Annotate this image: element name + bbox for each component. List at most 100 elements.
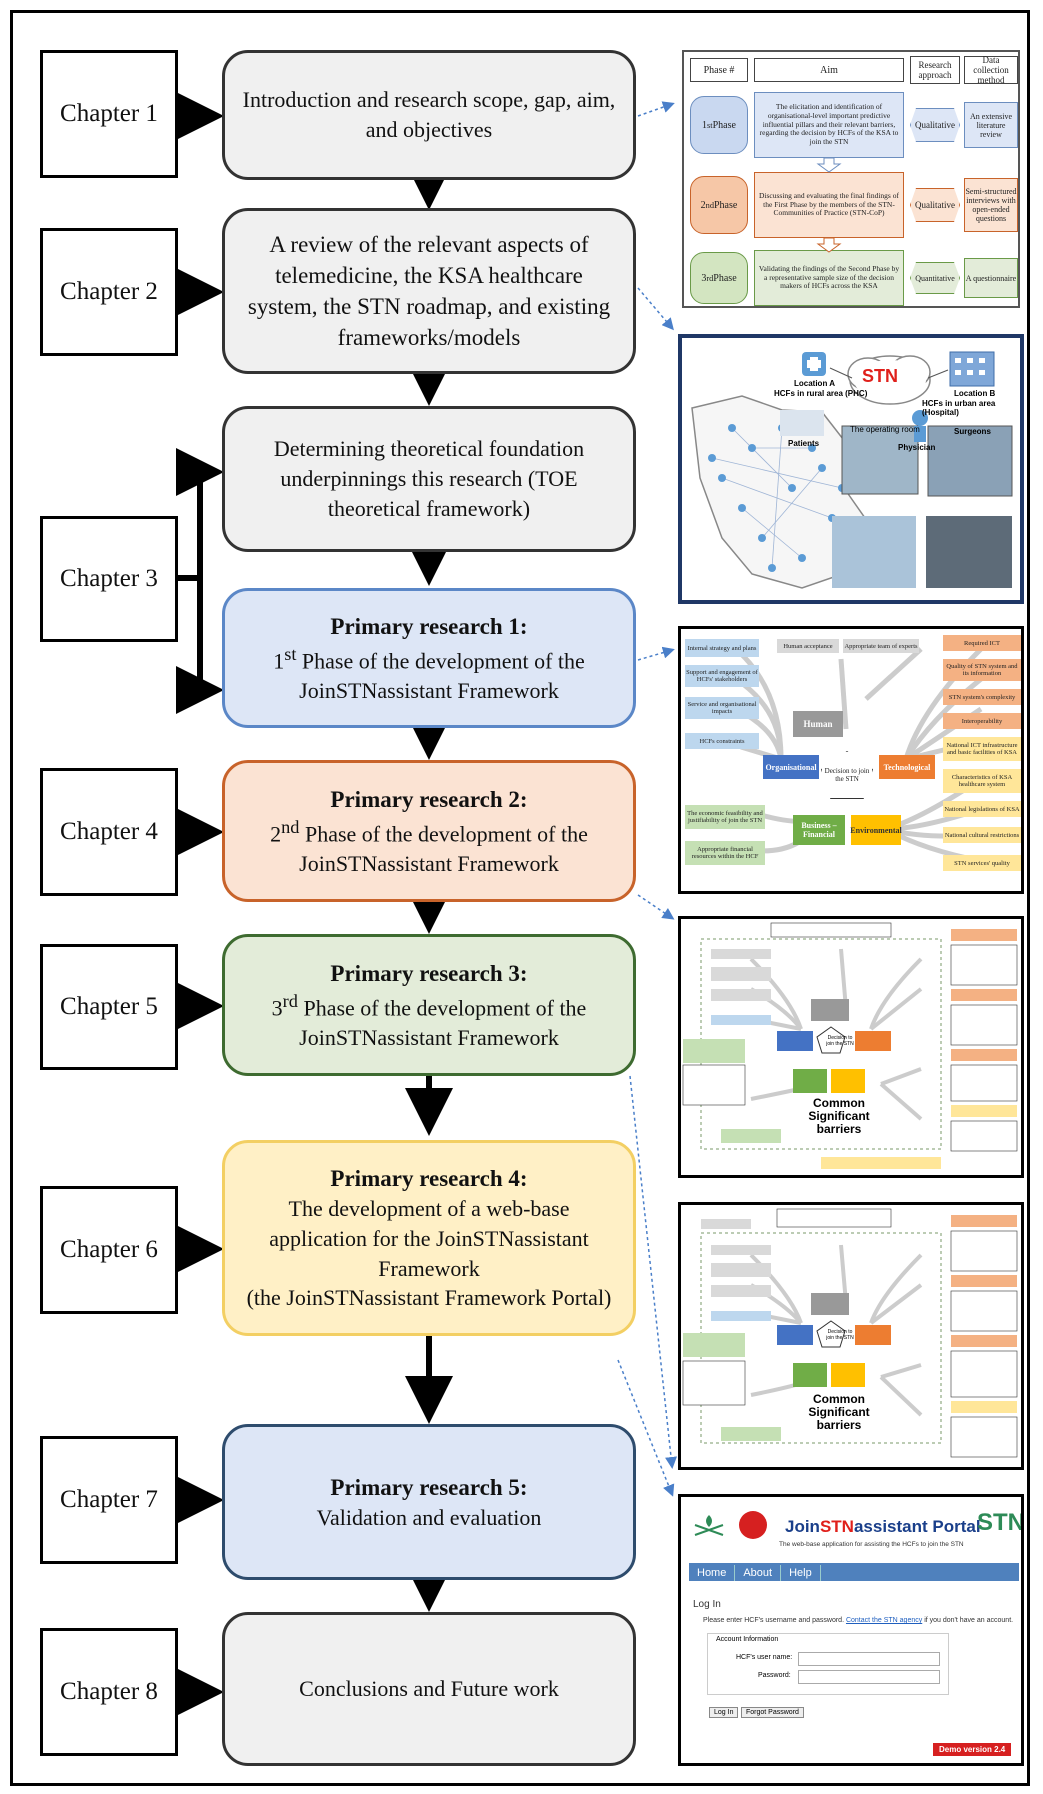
stage-primary-research-5: Primary research 5: Validation and evalu…: [222, 1424, 636, 1580]
phase-row-2-approach: Qualitative: [910, 188, 960, 222]
pillar-environmental: Environmental: [850, 815, 902, 845]
pillar-environmental-text: Environmental: [850, 825, 902, 835]
phase-number: 3: [271, 995, 283, 1020]
right-item-9: STN services' quality: [943, 855, 1021, 871]
location-b-sub: HCFs in urban area (Hospital): [922, 399, 996, 417]
framework-1-panel: Human Organisational Technological Busin…: [678, 626, 1024, 894]
phase-row-2-aim: Discussing and evaluating the final find…: [754, 172, 904, 238]
login-prompt-end: if you don't have an account.: [924, 1617, 1014, 1624]
password-input[interactable]: [798, 1670, 940, 1684]
phase-row-2-approach-text: Qualitative: [915, 200, 955, 210]
contact-link[interactable]: Contact the STN agency: [845, 1617, 923, 1624]
primary-research-3-line2: JoinSTNassistant Framework: [299, 1024, 559, 1050]
phase-row-1-method-text: An extensive literature review: [970, 111, 1012, 139]
pillar-human: Human: [793, 711, 843, 737]
left-item-3: Service and organisational impacts: [685, 697, 759, 719]
right-item-4: Interoperability: [943, 713, 1021, 729]
phase-row-2-method-text: Semi-structured interviews with open-end…: [965, 187, 1017, 223]
phase-text: Phase of the development of the: [299, 821, 588, 846]
primary-research-1-line1: 1st Phase of the development of the: [273, 642, 585, 676]
bottom-left-item-text: Appropriate financial resources within t…: [691, 846, 759, 860]
phase-num: 2: [700, 199, 706, 211]
account-info-legend: Account Information: [716, 1636, 779, 1643]
chapter-1-box: Chapter 1: [40, 50, 178, 178]
right-item-text: Characteristics of KSA healthcare system: [951, 774, 1013, 788]
phase-row-2-method: Semi-structured interviews with open-end…: [964, 178, 1018, 232]
right-item-text: National cultural restrictions: [944, 831, 1020, 839]
chapter-7-label: Chapter 7: [60, 1486, 158, 1513]
pillar-technological-text: Technological: [883, 762, 931, 772]
stage-primary-research-3: Primary research 3: 3rd Phase of the dev…: [222, 934, 636, 1076]
primary-research-4-title: Primary research 4:: [330, 1166, 528, 1192]
chapter-8-label: Chapter 8: [60, 1678, 158, 1705]
login-button[interactable]: Log In: [709, 1707, 739, 1718]
portal-subtitle: The web-base application for assisting t…: [779, 1541, 964, 1548]
stage-introduction-text: Introduction and research scope, gap, ai…: [242, 87, 616, 142]
stn-logo: STN: [977, 1509, 1024, 1536]
right-item-7: National legislations of KSA: [943, 801, 1021, 817]
username-input[interactable]: [798, 1652, 940, 1666]
primary-research-5-title: Primary research 5:: [330, 1474, 528, 1500]
patients-label: Patients: [788, 439, 820, 448]
bottom-left-item-2: Appropriate financial resources within t…: [685, 841, 765, 865]
location-a-sub: HCFs in rural area (PHC): [774, 389, 868, 398]
portal-panel: JoinSTNassistant Portal The web-base app…: [678, 1494, 1024, 1766]
bottom-left-item-1: The economic feasibility and justifiabil…: [685, 805, 765, 829]
phase-header: Phase #: [690, 58, 748, 82]
primary-research-4-text2: (the JoinSTNassistant Framework Portal): [246, 1285, 612, 1311]
phase-ordinal: rd: [282, 990, 298, 1011]
phase-table-panel: Phase # Aim Research approach Data colle…: [682, 50, 1020, 308]
phase-row-1-aim: The elicitation and identification of or…: [754, 92, 904, 158]
phase-text: Phase of the development of the: [296, 648, 585, 673]
barriers-label: Common Significant barriers: [808, 1392, 870, 1433]
phase-sup: nd: [705, 200, 714, 210]
left-item-text: Internal strategy and plans: [687, 644, 757, 652]
right-item-3: STN system's complexity: [943, 689, 1021, 705]
phase-row-3-approach-text: Quantitative: [915, 273, 955, 283]
phase-ordinal: st: [284, 643, 297, 664]
pillar-business-text: Business – Financial: [801, 821, 837, 839]
primary-research-1-title: Primary research 1:: [330, 613, 528, 639]
method-header: Data collection method: [964, 55, 1018, 85]
top-item-1: Human acceptance: [777, 639, 839, 653]
stn-label: STN: [862, 366, 898, 386]
phase-text: Phase of the development of the: [297, 995, 587, 1020]
stage-primary-research-1: Primary research 1: 1st Phase of the dev…: [222, 588, 636, 728]
primary-research-4-text: The development of a web-base applicatio…: [269, 1196, 589, 1281]
right-item-2: Quality of STN system and its informatio…: [943, 659, 1021, 681]
pillar-business-financial: Business – Financial: [793, 815, 845, 845]
phase-sup: st: [707, 120, 713, 130]
username-label: HCF's user name:: [736, 1654, 793, 1661]
nav-about[interactable]: About: [735, 1565, 782, 1581]
decision-center-text: Decision to join the STN: [826, 1035, 854, 1047]
stage-conclusions-text: Conclusions and Future work: [299, 1676, 559, 1702]
phase-row-3-method-text: A questionnaire: [965, 273, 1017, 283]
phase-num: 1: [702, 119, 708, 131]
nav-home[interactable]: Home: [689, 1565, 736, 1581]
phase-row-1-aim-text: The elicitation and identification of or…: [759, 102, 899, 146]
location-b-label: Location B: [954, 389, 996, 398]
approach-header-text: Research approach: [918, 60, 952, 80]
surgeons-label: Surgeons: [954, 427, 991, 436]
phase-row-1-approach: Qualitative: [910, 108, 960, 142]
version-badge: Demo version 2.4: [933, 1743, 1012, 1756]
phase-row-3-aim: Validating the findings of the Second Ph…: [754, 250, 904, 306]
login-prompt: Please enter HCF's username and password…: [703, 1617, 1013, 1624]
framework-3-panel: Common Significant barriers Decision to …: [678, 1202, 1024, 1470]
forgot-password-button[interactable]: Forgot Password: [741, 1707, 804, 1718]
stage-review: A review of the relevant aspects of tele…: [222, 208, 636, 374]
right-item-text: National ICT infrastructure and basic fa…: [946, 742, 1018, 756]
primary-research-2-title: Primary research 2:: [330, 786, 528, 812]
stage-theoretical-foundation: Determining theoretical foundation under…: [222, 406, 636, 552]
login-heading: Log In: [693, 1599, 721, 1610]
left-item-text: HCFs constraints: [699, 737, 745, 745]
right-item-8: National cultural restrictions: [943, 827, 1021, 843]
phase-number: 1: [273, 648, 285, 673]
badge-logo: [739, 1511, 767, 1539]
phase-row-1-method: An extensive literature review: [964, 102, 1018, 148]
decision-center-text: Decision to join the STN: [826, 1329, 854, 1341]
nav-help[interactable]: Help: [781, 1565, 821, 1581]
framework-3-graphic: [682, 1208, 1018, 1458]
pillar-organisational: Organisational: [763, 755, 819, 779]
